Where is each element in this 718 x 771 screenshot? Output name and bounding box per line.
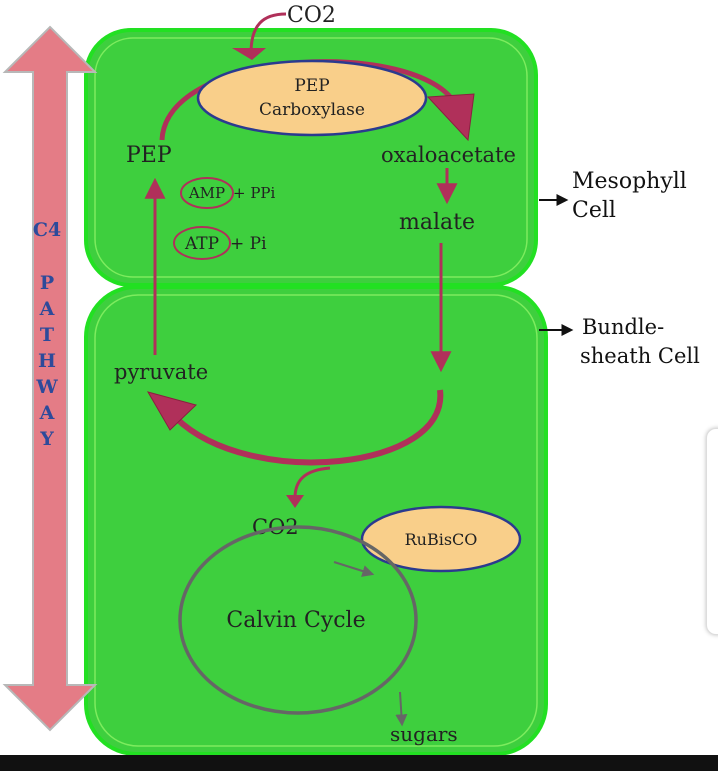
oxaloacetate-label: oxaloacetate <box>381 143 516 167</box>
bundle-sheath-cell-inner-border <box>94 294 538 747</box>
pep-label: PEP <box>126 143 172 168</box>
mesophyll-label-line1: Mesophyll <box>572 169 687 194</box>
sugars-label: sugars <box>390 722 458 746</box>
co2-release-arrowhead <box>286 495 304 508</box>
rubisco-label: RuBisCO <box>405 530 478 549</box>
rubisco-enzyme <box>360 505 522 573</box>
calvin-cycle-ring <box>178 525 418 715</box>
pathway-letter: A <box>39 298 55 320</box>
pi-label: + Pi <box>230 234 267 254</box>
pathway-letter: H <box>38 350 56 372</box>
malate-to-pyruvate-arrowhead <box>146 391 197 431</box>
atp-label: ATP <box>184 234 219 254</box>
sugars-output-arrow <box>395 691 408 727</box>
side-panel-edge[interactable] <box>706 428 718 635</box>
pep-to-oxaloacetate-arrowhead <box>426 93 475 142</box>
amp-ellipse <box>180 177 234 209</box>
bundle-sheath-label-line2: sheath Cell <box>580 344 700 368</box>
mesophyll-label-line2: Cell <box>572 198 616 223</box>
pep-carboxylase-label-line1: PEP <box>294 76 329 96</box>
pep-carboxylase-enzyme <box>196 59 428 137</box>
pathway-letter: Y <box>39 428 54 450</box>
pyruvate-label: pyruvate <box>114 360 208 384</box>
co2-release-arrow <box>293 466 331 499</box>
amp-label: AMP <box>188 184 225 202</box>
pathway-double-arrow-icon <box>2 25 98 732</box>
co2-inflow-arrow <box>249 12 287 51</box>
co2-inflow-arrowhead <box>232 48 266 60</box>
pathway-letter: A <box>39 402 55 424</box>
pathway-letter: T <box>40 324 54 346</box>
calvin-cycle-label: Calvin Cycle <box>226 608 365 633</box>
malate-to-pyruvate-arc <box>173 389 444 466</box>
co2-top-label: CO2 <box>287 3 336 28</box>
atp-ellipse <box>173 226 231 260</box>
bundle-sheath-cell <box>84 285 548 756</box>
pep-carboxylase-label-line2: Carboxylase <box>259 100 365 120</box>
bundle-sheath-label-line1: Bundle- <box>582 315 664 339</box>
pathway-prefix: C4 <box>33 219 61 241</box>
mesophyll-cell-inner-border <box>94 37 528 278</box>
pathway-letter: P <box>40 272 54 294</box>
calvin-cycle-direction-arrow <box>333 561 375 577</box>
malate-label: malate <box>399 210 475 235</box>
pathway-letter: W <box>35 376 58 398</box>
bottom-bar <box>0 755 718 771</box>
ppi-label: + PPi <box>233 184 276 202</box>
